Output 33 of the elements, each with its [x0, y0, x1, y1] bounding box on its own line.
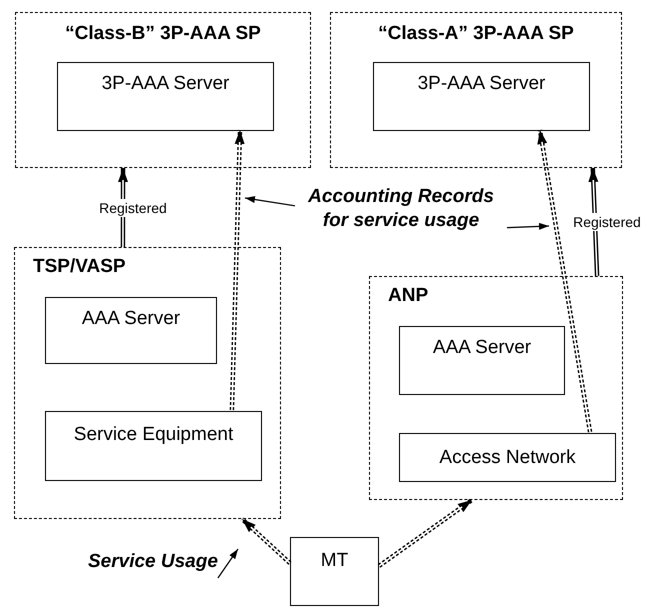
leader-arrow — [244, 196, 296, 206]
edge-label: Registered — [97, 198, 169, 216]
double-line-arrow — [537, 130, 592, 432]
box-label: Access Network — [438, 447, 577, 469]
box-label: AAA Server — [80, 308, 182, 330]
box-label: MT — [320, 550, 350, 572]
box-label: 3P-AAA Server — [416, 73, 546, 95]
edge-label: Registered — [571, 213, 643, 231]
double-line-arrow — [230, 130, 245, 410]
box-label: Service Equipment — [72, 424, 234, 446]
process-box — [45, 297, 217, 364]
callout-text: Service Usage — [88, 550, 218, 574]
group-frame — [15, 12, 311, 168]
process-box — [45, 411, 262, 481]
group-title: “Class-B” 3P-AAA SP — [64, 23, 262, 45]
leader-arrow — [506, 222, 550, 230]
process-box — [399, 326, 565, 395]
group-frame — [369, 276, 623, 500]
group-frame — [330, 12, 622, 168]
box-label: 3P-AAA Server — [100, 73, 230, 95]
group-title: TSP/VASP — [33, 256, 126, 278]
process-box — [399, 433, 616, 482]
process-box — [57, 62, 274, 131]
group-frame — [14, 247, 281, 519]
box-label: AAA Server — [432, 337, 532, 359]
double-line-arrow — [378, 498, 474, 568]
double-line-arrow — [240, 517, 292, 565]
group-title: ANP — [388, 285, 428, 307]
process-box — [290, 537, 379, 606]
group-title: “Class-A” 3P-AAA SP — [377, 23, 575, 45]
process-box — [373, 62, 590, 131]
leader-arrow — [217, 548, 238, 578]
callout-text: Accounting Records for service usage — [306, 185, 495, 233]
